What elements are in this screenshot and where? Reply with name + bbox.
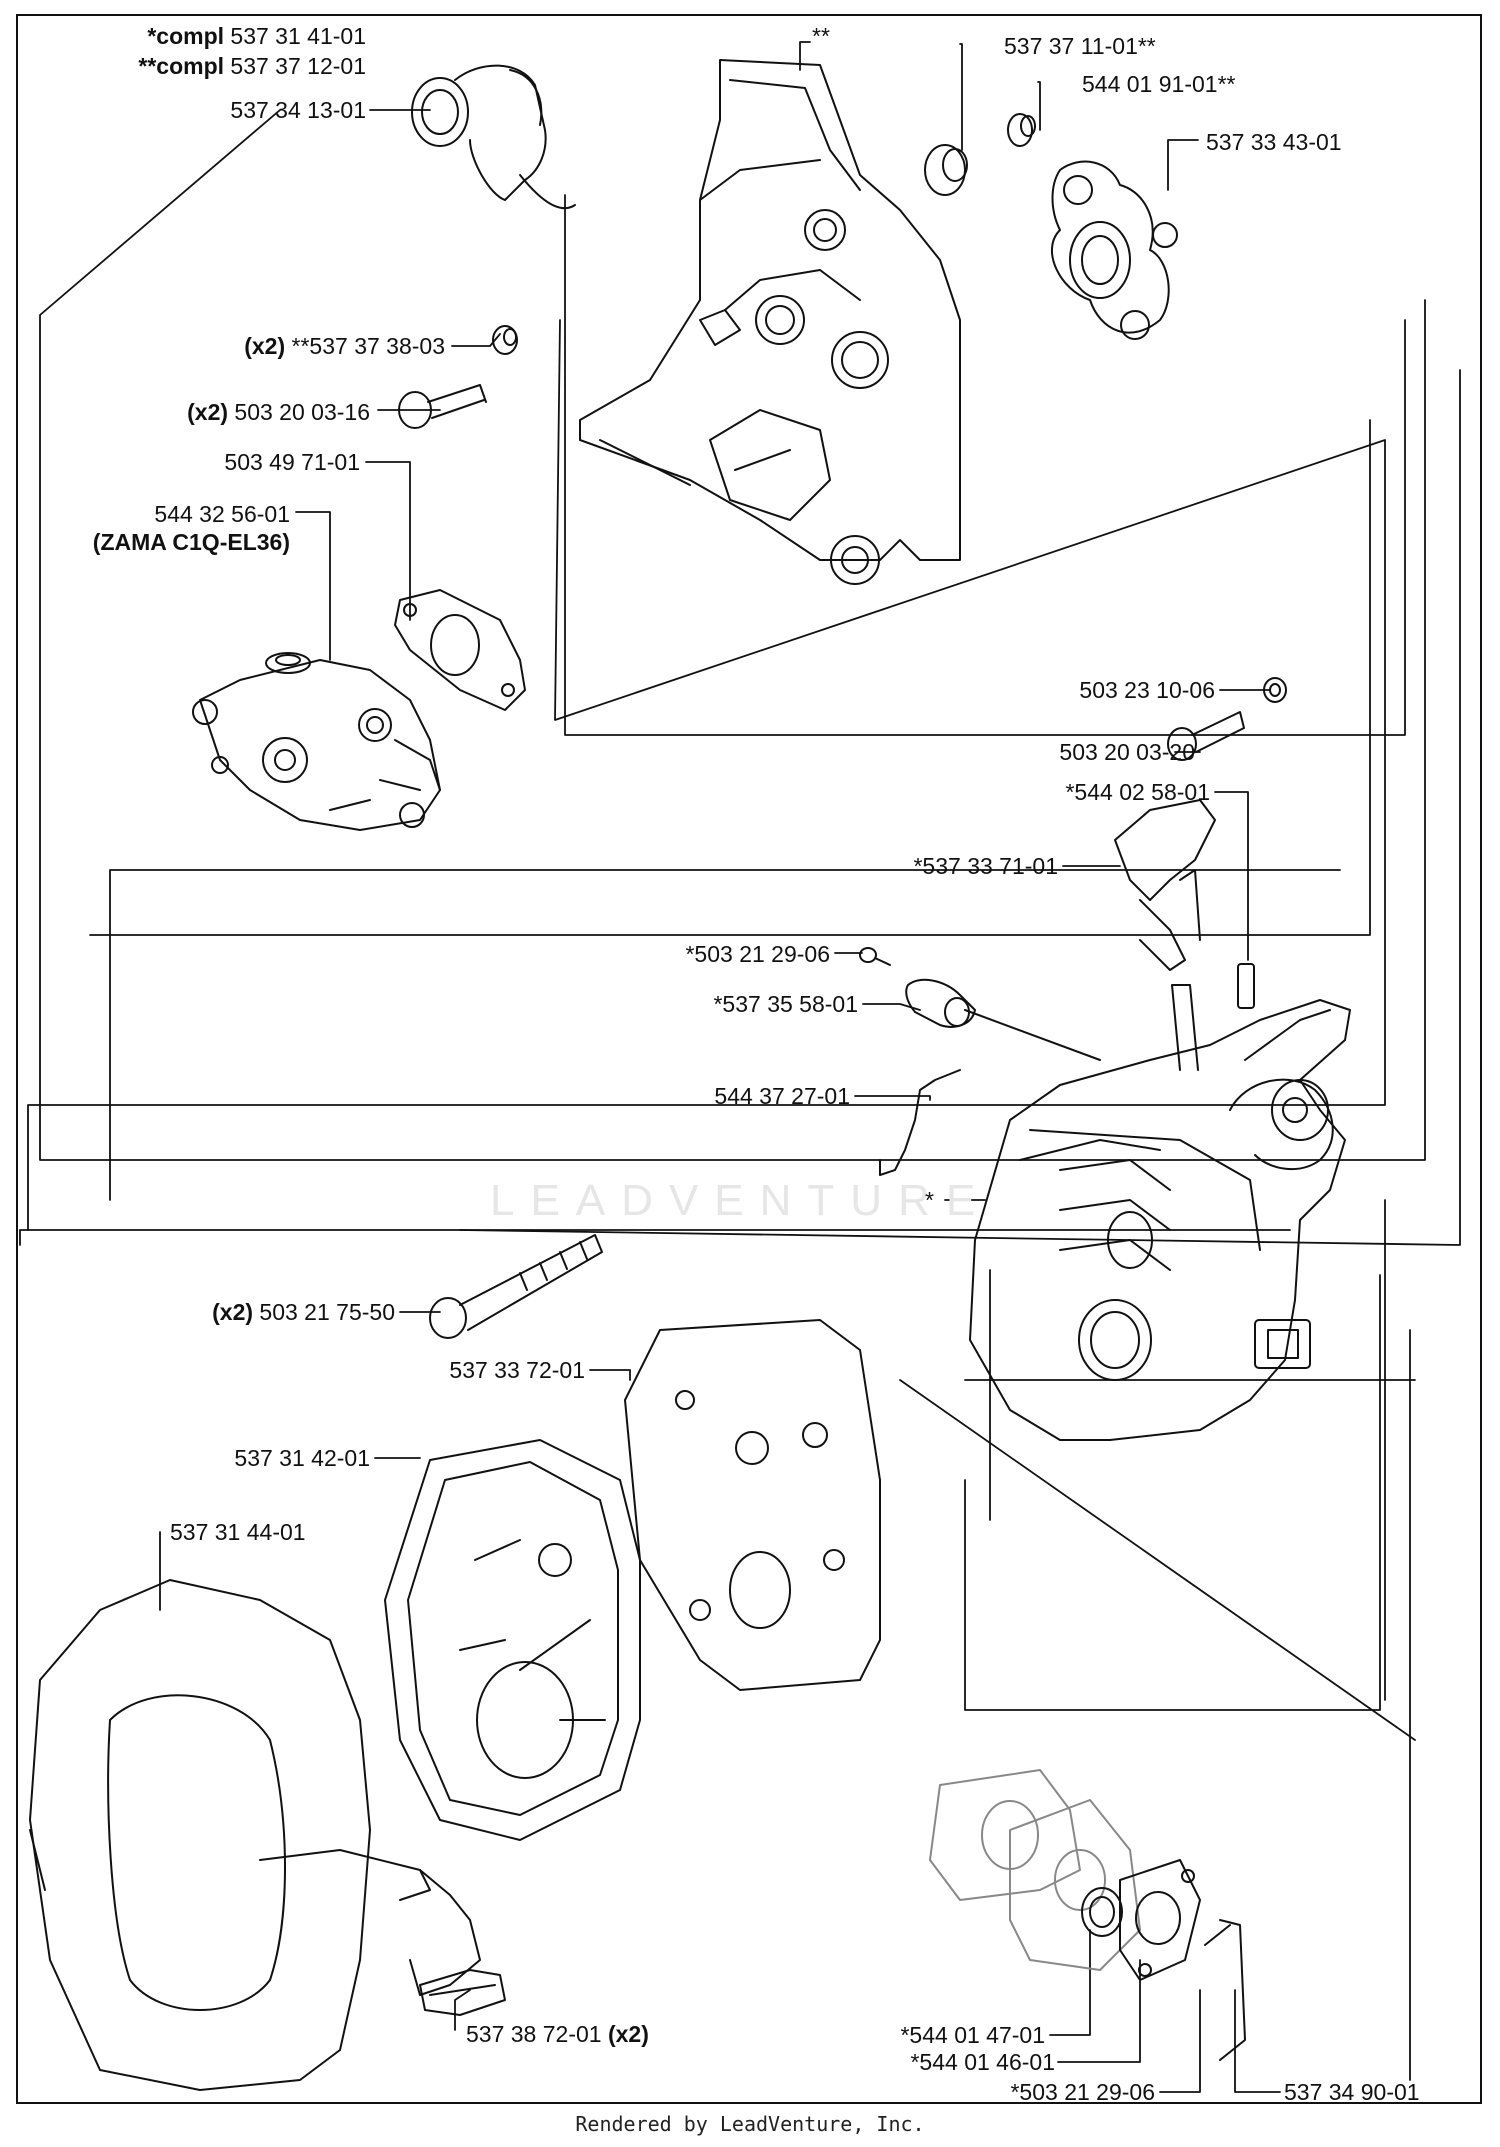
label-compl-b: **compl 537 37 12-01 — [96, 52, 366, 80]
label-gasket: 503 49 71-01 — [224, 449, 360, 475]
filter-frame-part — [384, 1439, 641, 1841]
label-sleeve: 544 01 91-01** — [1082, 71, 1236, 97]
label-latch: 537 38 72-01 (x2) — [466, 2020, 649, 2048]
label-housing-mark: ** — [812, 23, 830, 49]
spacer-number: **537 37 38-03 — [291, 333, 445, 359]
long-screw-number: 503 21 75-50 — [259, 1299, 395, 1325]
label-plate: 537 33 72-01 — [449, 1357, 585, 1383]
latch-number: 537 38 72-01 — [466, 2021, 602, 2047]
label-flange: 537 33 43-01 — [1206, 129, 1342, 155]
latch-qty: (x2) — [607, 2021, 649, 2047]
label-screw2: 503 20 03-20 — [1059, 739, 1195, 765]
carburetor-part — [192, 652, 441, 831]
gasket-part — [394, 589, 526, 711]
label-screw: (x2) 503 20 03-16 — [120, 398, 370, 426]
bushing-parts — [924, 113, 1178, 340]
compl-b-number: 537 37 12-01 — [230, 53, 366, 79]
label-washer: 503 23 10-06 — [1079, 677, 1215, 703]
label-rod: 544 37 27-01 — [714, 1083, 850, 1109]
leader-lines — [19, 41, 1461, 2093]
cover-part — [29, 1579, 481, 2091]
long-screw-part — [429, 1234, 603, 1339]
label-wire: 537 34 90-01 — [1284, 2079, 1420, 2105]
compl-a-prefix: *compl — [147, 23, 225, 49]
spacer-qty: (x2) — [244, 333, 286, 359]
label-filter-base-mark: * — [925, 1187, 934, 1213]
label-spacer: (x2) **537 37 38-03 — [150, 332, 445, 360]
label-holder: *537 35 58-01 — [713, 991, 858, 1017]
compl-a-number: 537 31 41-01 — [230, 23, 366, 49]
label-small-screw2: *503 21 29-06 — [1010, 2079, 1155, 2105]
watermark: LEADVENTURE — [490, 1176, 992, 1225]
flange-assembly-part — [929, 1769, 1141, 1971]
elbow-part — [411, 64, 576, 210]
lever-part — [1114, 799, 1255, 1071]
label-lever: *537 33 71-01 — [913, 853, 1058, 879]
latch-part — [419, 1969, 506, 2016]
holder-rod-parts — [859, 947, 1101, 1176]
label-carburetor: 544 32 56-01 (ZAMA C1Q-EL36) — [40, 500, 290, 556]
footer-credit: Rendered by LeadVenture, Inc. — [575, 2112, 925, 2136]
label-cover: 537 31 44-01 — [170, 1519, 306, 1545]
label-bearing: *544 01 46-01 — [910, 2049, 1055, 2075]
label-bushing: 537 37 11-01** — [1004, 33, 1156, 59]
long-screw-qty: (x2) — [212, 1299, 254, 1325]
small-screws-top — [398, 325, 518, 429]
label-filter: 537 31 42-01 — [234, 1445, 370, 1471]
compl-b-prefix: **compl — [138, 53, 225, 79]
screw-number: 503 20 03-16 — [234, 399, 370, 425]
washer-screws-right — [1167, 677, 1287, 761]
carb-number: 544 32 56-01 — [154, 501, 290, 527]
housing-bracket — [579, 59, 961, 585]
label-seal: *544 01 47-01 — [900, 2022, 1045, 2048]
label-clip: *544 02 58-01 — [1065, 779, 1210, 805]
carb-model: (ZAMA C1Q-EL36) — [92, 529, 290, 555]
screw-qty: (x2) — [187, 399, 229, 425]
seal-bearing-part — [1081, 1859, 1246, 2061]
label-long-screw: (x2) 503 21 75-50 — [130, 1298, 395, 1326]
plate-part — [624, 1319, 881, 1691]
label-small-screw: *503 21 29-06 — [685, 941, 830, 967]
label-elbow: 537 34 13-01 — [230, 97, 366, 123]
diagram-frame — [16, 14, 1482, 2104]
label-compl-a: *compl 537 31 41-01 — [96, 22, 366, 50]
filter-base-part — [969, 999, 1351, 1441]
